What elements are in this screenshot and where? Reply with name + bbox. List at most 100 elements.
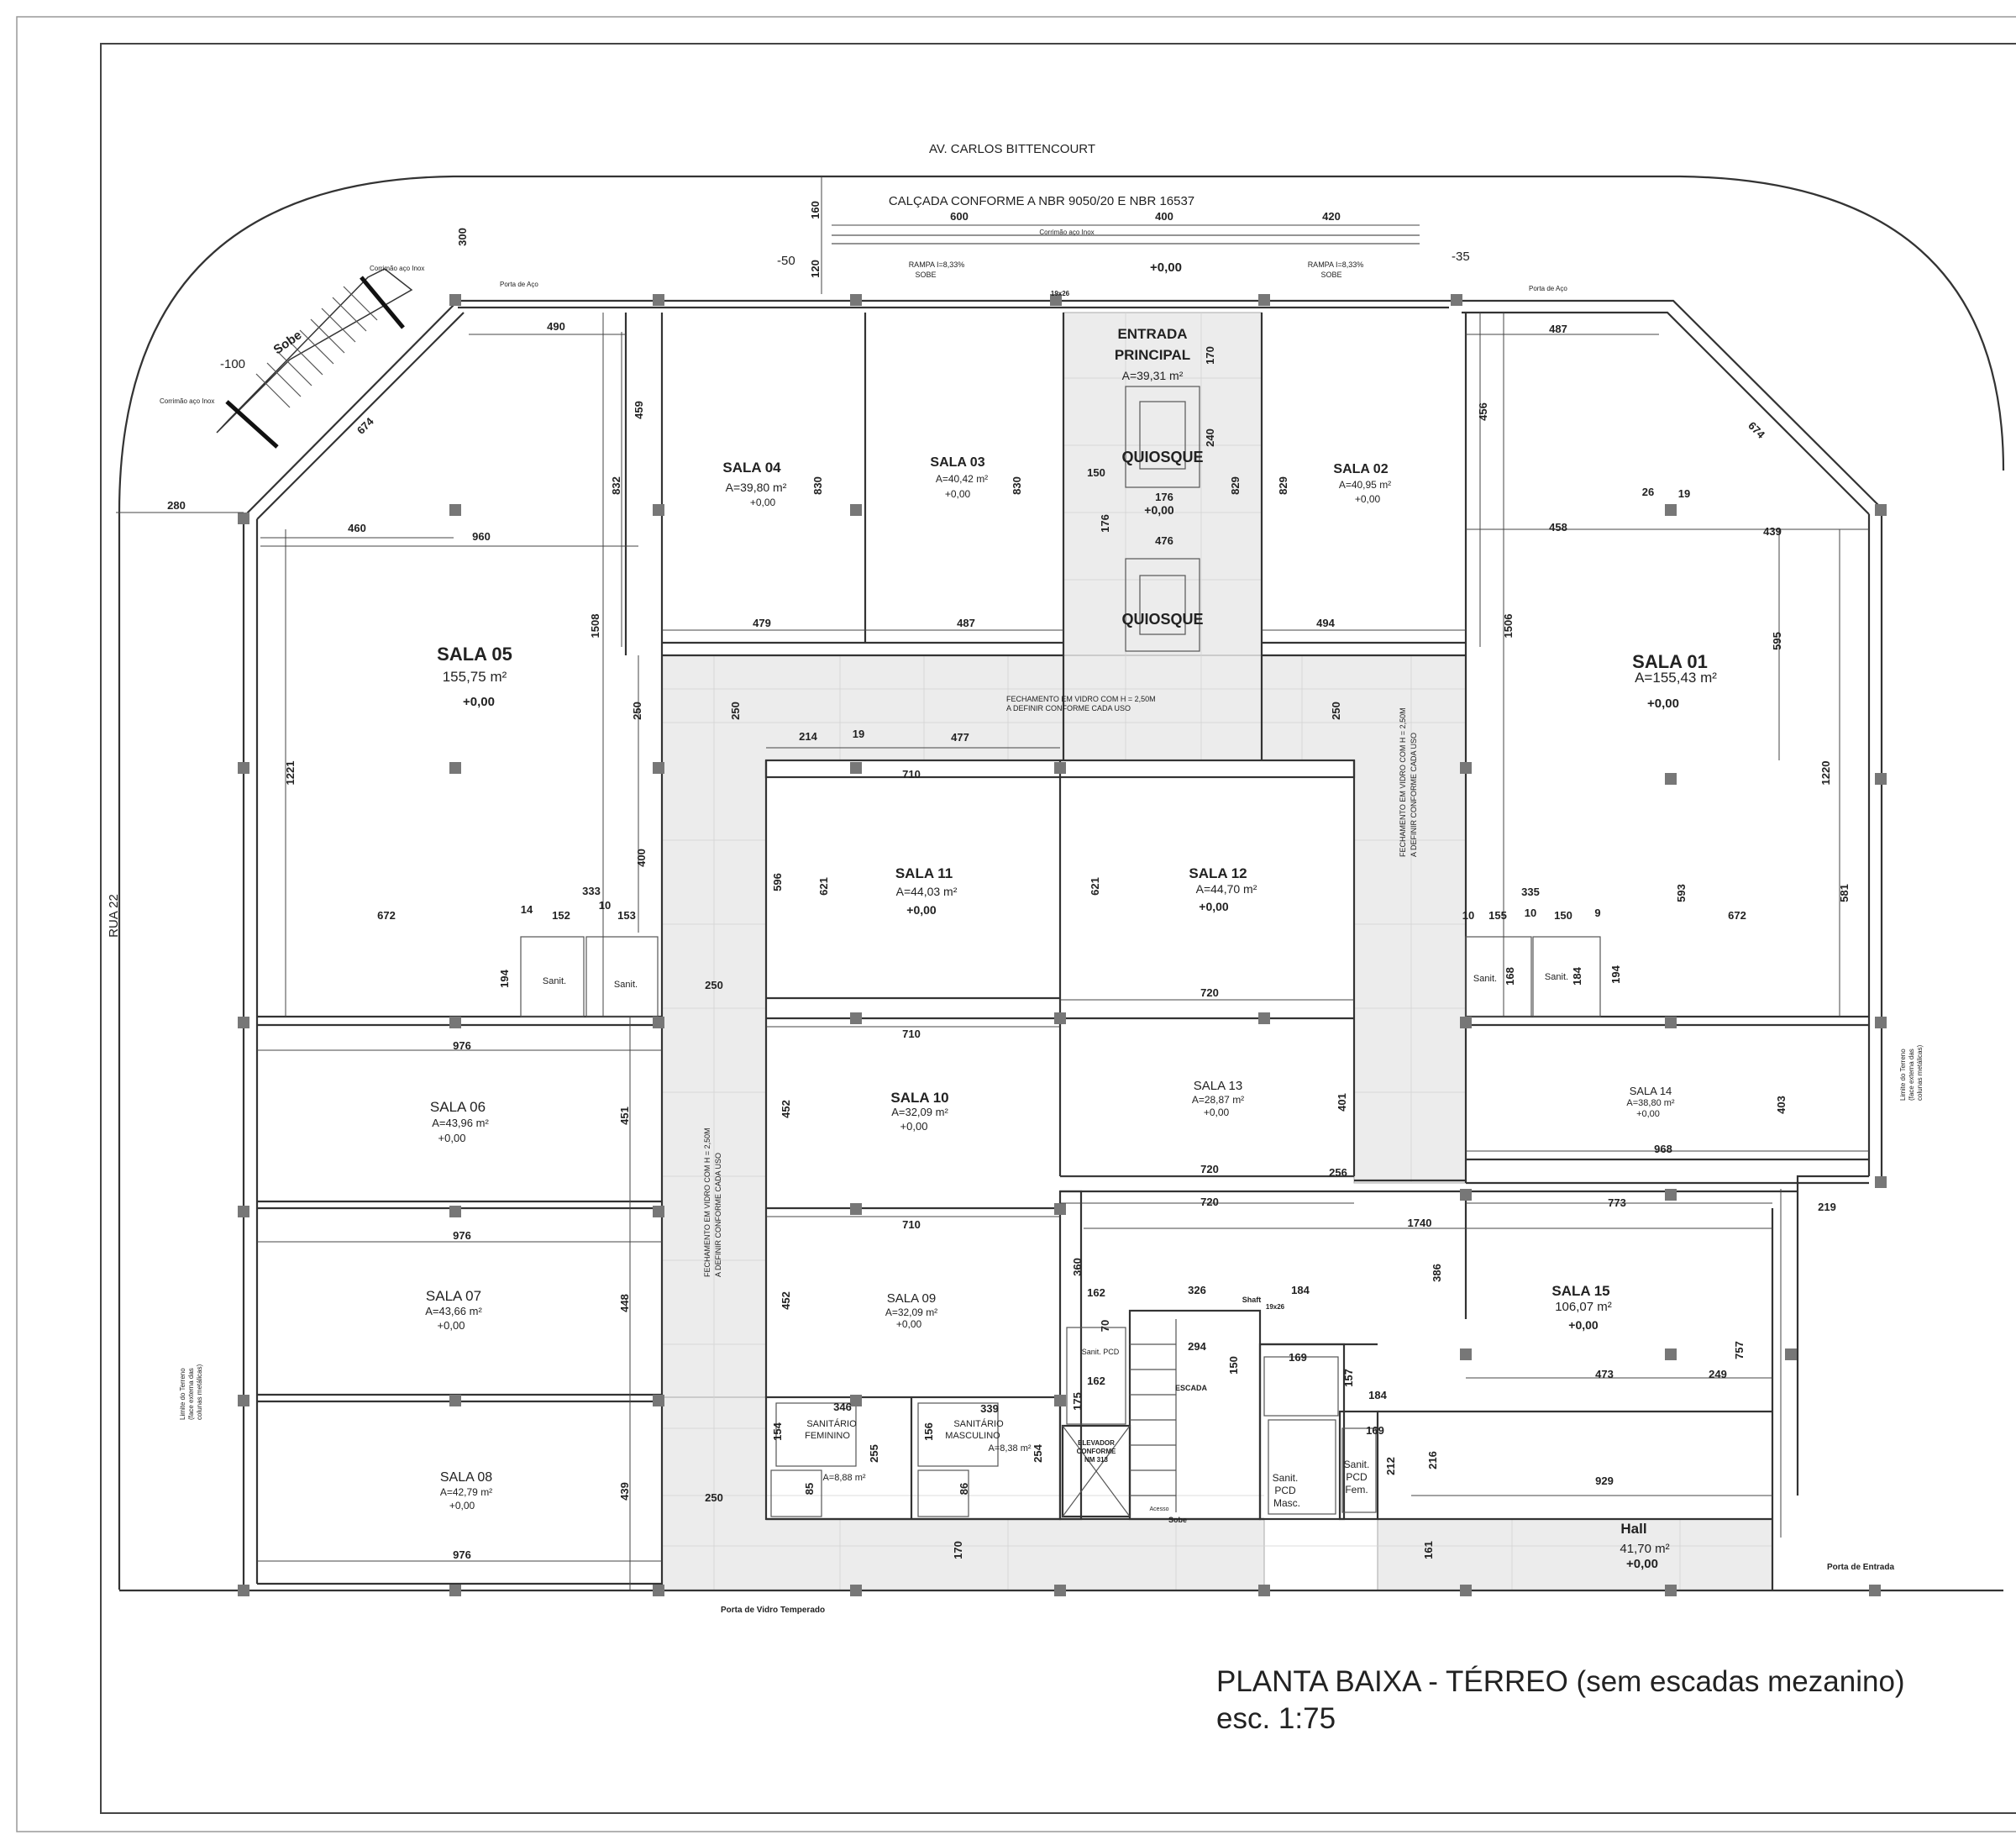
dim-1740: 1740 xyxy=(1408,1217,1432,1229)
entrada-name: ENTRADA xyxy=(1117,326,1187,342)
sidewalk-note: CALÇADA CONFORME A NBR 9050/20 E NBR 165… xyxy=(889,194,1194,208)
sala09-area: A=32,09 m² xyxy=(885,1306,937,1318)
dim-294: 294 xyxy=(1188,1340,1206,1353)
dim-479: 479 xyxy=(753,617,771,629)
sheet-inner-border xyxy=(100,43,2016,1814)
boundary-left-1: Limite do Terreno xyxy=(179,1368,186,1420)
tempered-door-note: Porta de Vidro Temperado xyxy=(721,1606,825,1615)
sala05-level: +0,00 xyxy=(463,695,495,709)
dim-250c: 250 xyxy=(1330,702,1342,720)
dim-710a: 710 xyxy=(902,768,921,781)
glass-closure-3: FECHAMENTO EM VIDRO COM H = 2,50M xyxy=(703,1128,711,1277)
sala01-name: SALA 01 xyxy=(1632,651,1708,672)
quiosque-2-name: QUIOSQUE xyxy=(1121,611,1203,628)
labels: AV. CARLOS BITTENCOURT CALÇADA CONFORME … xyxy=(107,142,1924,1615)
dim-710b: 710 xyxy=(902,1028,921,1040)
elevator-3: NM 313 xyxy=(1084,1456,1109,1464)
dim-184b: 184 xyxy=(1291,1284,1310,1296)
dim-10a: 10 xyxy=(599,899,611,912)
dim-85: 85 xyxy=(803,1483,816,1495)
dim-150c: 150 xyxy=(1227,1356,1240,1375)
dim-150a: 150 xyxy=(1087,466,1105,479)
dim-830a: 830 xyxy=(811,476,824,495)
sala12-level: +0,00 xyxy=(1199,900,1229,913)
sala02-name: SALA 02 xyxy=(1333,462,1388,476)
sala10-level: +0,00 xyxy=(900,1120,928,1133)
sala04-level: +0,00 xyxy=(750,497,776,508)
dimension-labels: 600 400 420 160 120 300 490 674 280 460 … xyxy=(167,201,1851,1561)
san-masc-name2: MASCULINO xyxy=(945,1431,1000,1441)
dim-490: 490 xyxy=(547,320,565,333)
dim-976b: 976 xyxy=(453,1229,471,1242)
dim-339: 339 xyxy=(980,1402,999,1415)
dim-250e: 250 xyxy=(705,1491,723,1504)
sala06-name: SALA 06 xyxy=(430,1099,486,1115)
sala09-level: +0,00 xyxy=(896,1318,922,1330)
sanit-pcd-masc-3: Masc. xyxy=(1273,1497,1300,1509)
dim-452a: 452 xyxy=(780,1100,792,1118)
dim-581: 581 xyxy=(1838,884,1851,902)
dim-710c: 710 xyxy=(902,1218,921,1231)
entrance-level: +0,00 xyxy=(1150,260,1182,275)
sala03-area: A=40,42 m² xyxy=(936,473,988,485)
dim-26: 26 xyxy=(1642,486,1654,498)
sala11-level: +0,00 xyxy=(906,903,937,917)
handrail-top-note: Corrimão aço Inox xyxy=(1039,229,1094,236)
dim-459: 459 xyxy=(633,401,645,419)
dim-456: 456 xyxy=(1477,402,1489,421)
dim-169a: 169 xyxy=(1289,1351,1307,1364)
dim-439b: 439 xyxy=(618,1482,631,1501)
dim-672b: 672 xyxy=(1728,909,1746,922)
sala01-area: A=155,43 m² xyxy=(1635,670,1717,686)
dim-439a: 439 xyxy=(1763,525,1782,538)
san-fem-area: A=8,88 m² xyxy=(822,1473,865,1483)
dim-1220: 1220 xyxy=(1819,761,1832,786)
dim-240: 240 xyxy=(1204,428,1216,447)
sala06-level: +0,00 xyxy=(438,1132,466,1144)
handrail-note-a: Corrimão aço Inox xyxy=(370,265,424,272)
dim-460: 460 xyxy=(348,522,366,534)
dim-593: 593 xyxy=(1675,884,1688,902)
elevator-2: CONFORME xyxy=(1077,1448,1116,1455)
side-street-name: RUA 22 xyxy=(107,894,121,938)
sala11-area: A=44,03 m² xyxy=(896,885,958,898)
dim-674b: 674 xyxy=(1746,419,1767,441)
dim-120: 120 xyxy=(809,260,822,278)
sala15-name: SALA 15 xyxy=(1551,1283,1609,1299)
dim-86: 86 xyxy=(958,1483,970,1495)
ramp-left-note: RAMPA I=8,33% xyxy=(909,260,965,269)
sanit-label-1: Sanit. xyxy=(543,976,566,986)
dim-70: 70 xyxy=(1099,1320,1111,1332)
dim-976c: 976 xyxy=(453,1548,471,1561)
sala03-name: SALA 03 xyxy=(930,455,984,470)
dim-1221: 1221 xyxy=(284,761,297,786)
dim-254: 254 xyxy=(1032,1443,1044,1462)
level-m35: -35 xyxy=(1452,250,1470,264)
dim-175: 175 xyxy=(1071,1392,1084,1411)
dim-621a: 621 xyxy=(817,877,830,896)
entrance-inner-level: +0,00 xyxy=(1144,503,1174,517)
sanit-label-3: Sanit. xyxy=(1473,974,1497,984)
dim-400: 400 xyxy=(1155,210,1173,223)
dim-194b: 194 xyxy=(1609,965,1622,983)
dim-219: 219 xyxy=(1818,1201,1836,1213)
glass-closure-1b: A DEFINIR CONFORME CADA USO xyxy=(1006,704,1131,712)
boundary-left-2: (face externa das xyxy=(187,1368,195,1420)
sala11-name: SALA 11 xyxy=(895,865,953,881)
sala04-name: SALA 04 xyxy=(722,460,781,476)
sala13-name: SALA 13 xyxy=(1194,1079,1242,1093)
dim-176b: 176 xyxy=(1099,514,1111,533)
entrada-name2: PRINCIPAL xyxy=(1115,347,1190,363)
dim-595: 595 xyxy=(1771,632,1783,650)
stair-up-label: Sobe xyxy=(1168,1516,1187,1524)
sanitary-rooms xyxy=(520,386,1601,1517)
dim-929: 929 xyxy=(1595,1475,1614,1487)
stairs-up-label: Sobe xyxy=(271,328,305,357)
sala10-name: SALA 10 xyxy=(890,1090,948,1106)
dim-154: 154 xyxy=(771,1422,784,1440)
sala06-area: A=43,96 m² xyxy=(432,1117,489,1129)
dim-280: 280 xyxy=(167,499,186,512)
sanit-label-2: Sanit. xyxy=(614,980,638,990)
dim-162b: 162 xyxy=(1087,1375,1105,1387)
sala07-level: +0,00 xyxy=(438,1319,465,1332)
